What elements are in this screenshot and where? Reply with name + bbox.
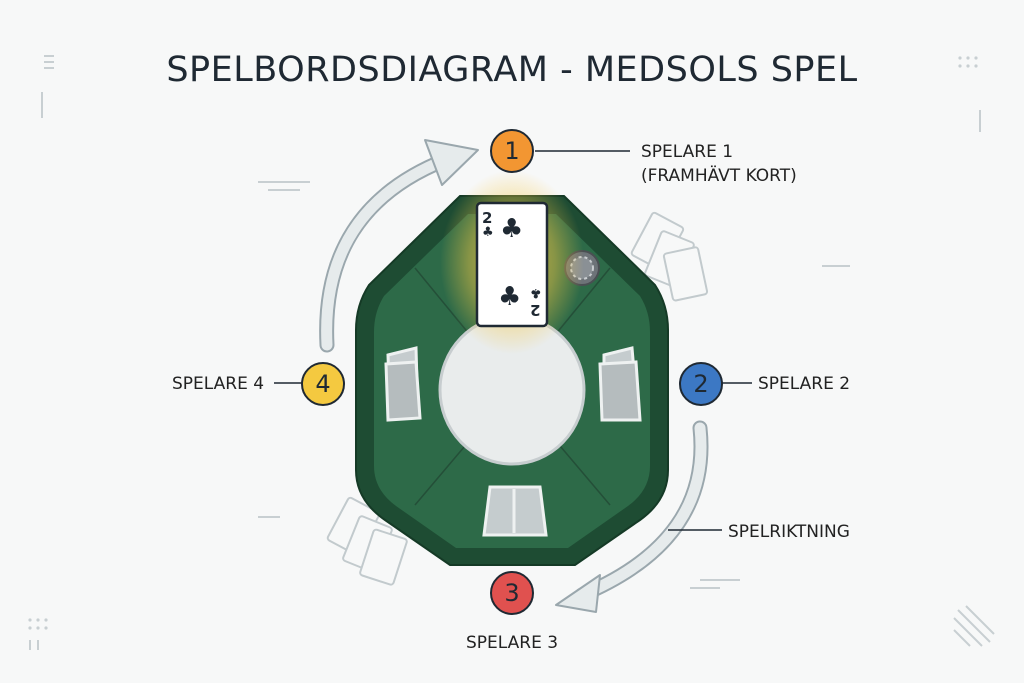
direction-arrow-top — [319, 139, 479, 353]
player-1-sublabel: (FRAMHÄVT KORT) — [641, 166, 797, 186]
seat-cards-bottom — [482, 485, 548, 537]
dots-pattern — [28, 56, 978, 630]
card-rank-bottom: 2 — [530, 301, 541, 319]
player-2-label: SPELARE 2 — [758, 374, 851, 394]
direction-arrow-bottom — [555, 420, 709, 613]
card-stack-bottom-left — [326, 496, 408, 586]
card-rank-top: 2 — [482, 209, 493, 227]
player-1-label: SPELARE 1 — [641, 142, 734, 162]
seat-cards-right — [598, 346, 642, 422]
card-suit-small-bottom: ♣ — [530, 285, 542, 300]
card-stack-top-right — [630, 211, 709, 302]
leader-lines — [274, 150, 752, 531]
diagram-title: SPELBORDSDIAGRAM - MEDSOLS SPEL — [166, 50, 858, 90]
card-suit-small-top: ♣ — [482, 225, 494, 240]
player-2-badge: 2 — [679, 362, 723, 406]
highlighted-card — [475, 201, 549, 328]
player-3-label: SPELARE 3 — [466, 633, 559, 653]
player-4-badge: 4 — [301, 362, 345, 406]
card-table — [355, 195, 669, 566]
seat-cards-left — [384, 346, 422, 422]
direction-label: SPELRIKTNING — [728, 522, 850, 542]
decorative-marks — [29, 55, 995, 650]
card-suit-large-top: ♣ — [500, 214, 524, 244]
player-3-badge: 3 — [490, 571, 534, 615]
player-4-label: SPELARE 4 — [172, 374, 265, 394]
card-suit-large-bottom: ♣ — [498, 282, 522, 312]
player-1-badge: 1 — [490, 129, 534, 173]
